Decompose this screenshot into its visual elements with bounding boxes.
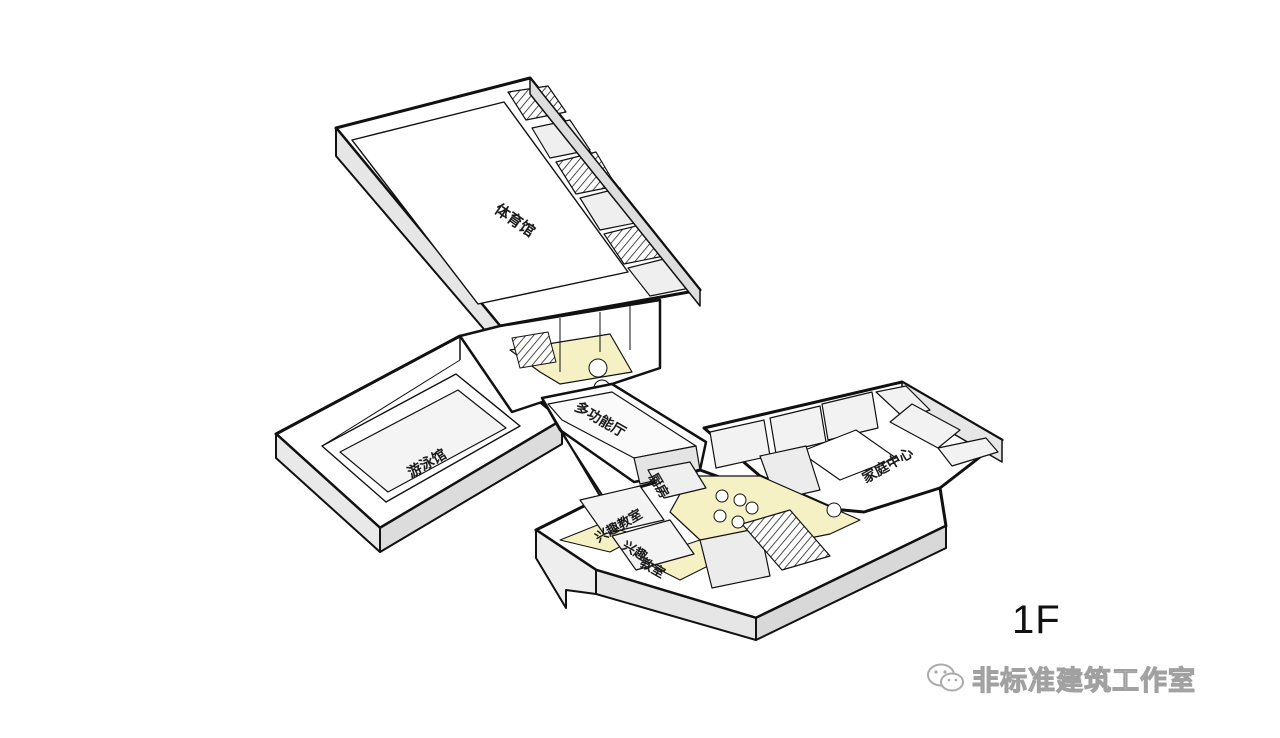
floor-label: 1F <box>1012 598 1061 642</box>
watermark: 非标准建筑工作室 <box>926 660 1196 697</box>
wechat-icon <box>927 663 964 692</box>
south-wing-block <box>534 461 948 641</box>
watermark-text: 非标准建筑工作室 <box>971 665 1196 697</box>
lobby-tables <box>713 489 842 529</box>
swimming-hall-block <box>274 334 564 553</box>
gymnasium-block <box>334 76 702 349</box>
